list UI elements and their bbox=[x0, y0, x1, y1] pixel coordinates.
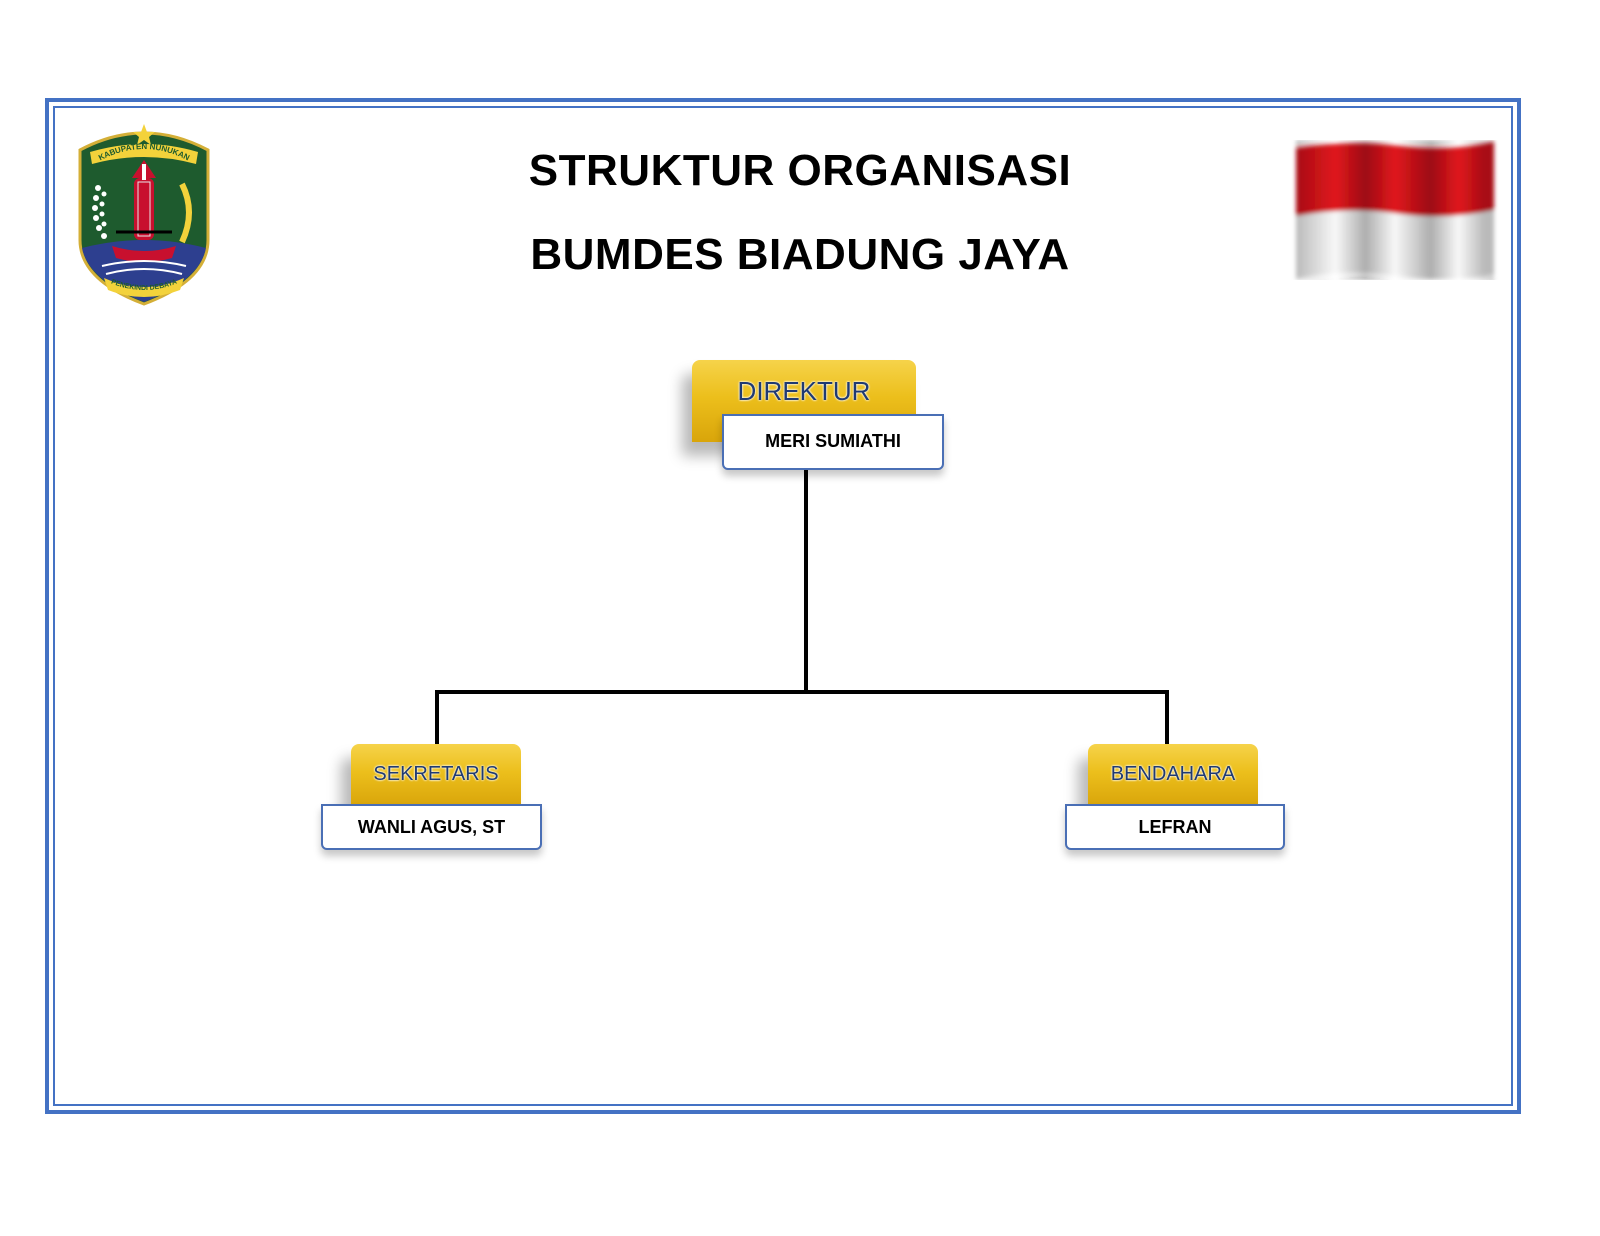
page-border-inner bbox=[53, 106, 1513, 1106]
role-box-bendahara: BENDAHARA bbox=[1088, 744, 1258, 806]
indonesia-flag-icon bbox=[1296, 140, 1494, 280]
name-box-direktur: MERI SUMIATHI bbox=[722, 414, 944, 470]
page-border-outer bbox=[45, 98, 1521, 1114]
page-title: STRUKTUR ORGANISASI bbox=[528, 146, 1072, 195]
name-box-bendahara: LEFRAN bbox=[1065, 804, 1285, 850]
name-box-sekretaris: WANLI AGUS, ST bbox=[321, 804, 542, 850]
role-box-sekretaris: SEKRETARIS bbox=[351, 744, 521, 806]
regency-emblem-icon: KABUPATEN NUNUKAN PENEKINDI DEBAYA bbox=[78, 124, 210, 306]
page-subtitle: BUMDES BIADUNG JAYA bbox=[530, 230, 1070, 279]
